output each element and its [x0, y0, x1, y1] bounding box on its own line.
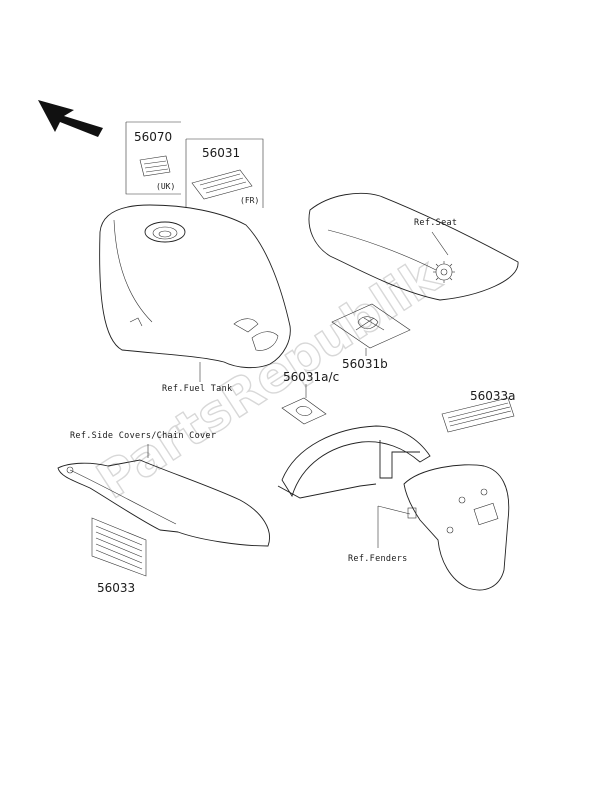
label-56070-region: (UK)	[156, 182, 175, 191]
ref-fuel-tank-label: Ref.Fuel Tank	[162, 384, 232, 394]
decal-56033	[91, 517, 147, 577]
rear-flap	[403, 464, 510, 591]
ref-fenders-leader	[377, 505, 411, 548]
gear-icon	[433, 261, 455, 283]
label-56070: 56070	[134, 130, 172, 144]
label-56033a: 56033a	[470, 389, 516, 403]
label-56031ac: 56031a/c	[283, 370, 339, 384]
fuel-tank	[99, 204, 291, 382]
label-56031-region: (FR)	[240, 196, 259, 205]
label-56070-box	[125, 121, 181, 195]
watermark: PartsRepublik	[87, 246, 451, 510]
label-56031-box	[185, 138, 264, 208]
label-56031b: 56031b	[342, 357, 388, 371]
seat	[308, 192, 519, 301]
label-56031: 56031	[202, 146, 240, 160]
decal-56031ac	[281, 384, 327, 425]
front-direction-arrow-icon	[38, 100, 103, 137]
rear-fender	[277, 425, 431, 499]
decal-56031b	[331, 303, 411, 356]
decal-56033a	[441, 397, 515, 433]
ref-fenders-label: Ref.Fenders	[348, 554, 408, 564]
side-cover	[57, 444, 270, 547]
ref-side-covers-label: Ref.Side Covers/Chain Cover	[70, 431, 216, 441]
label-56033: 56033	[97, 581, 135, 595]
ref-seat-label: Ref.Seat	[414, 218, 457, 228]
